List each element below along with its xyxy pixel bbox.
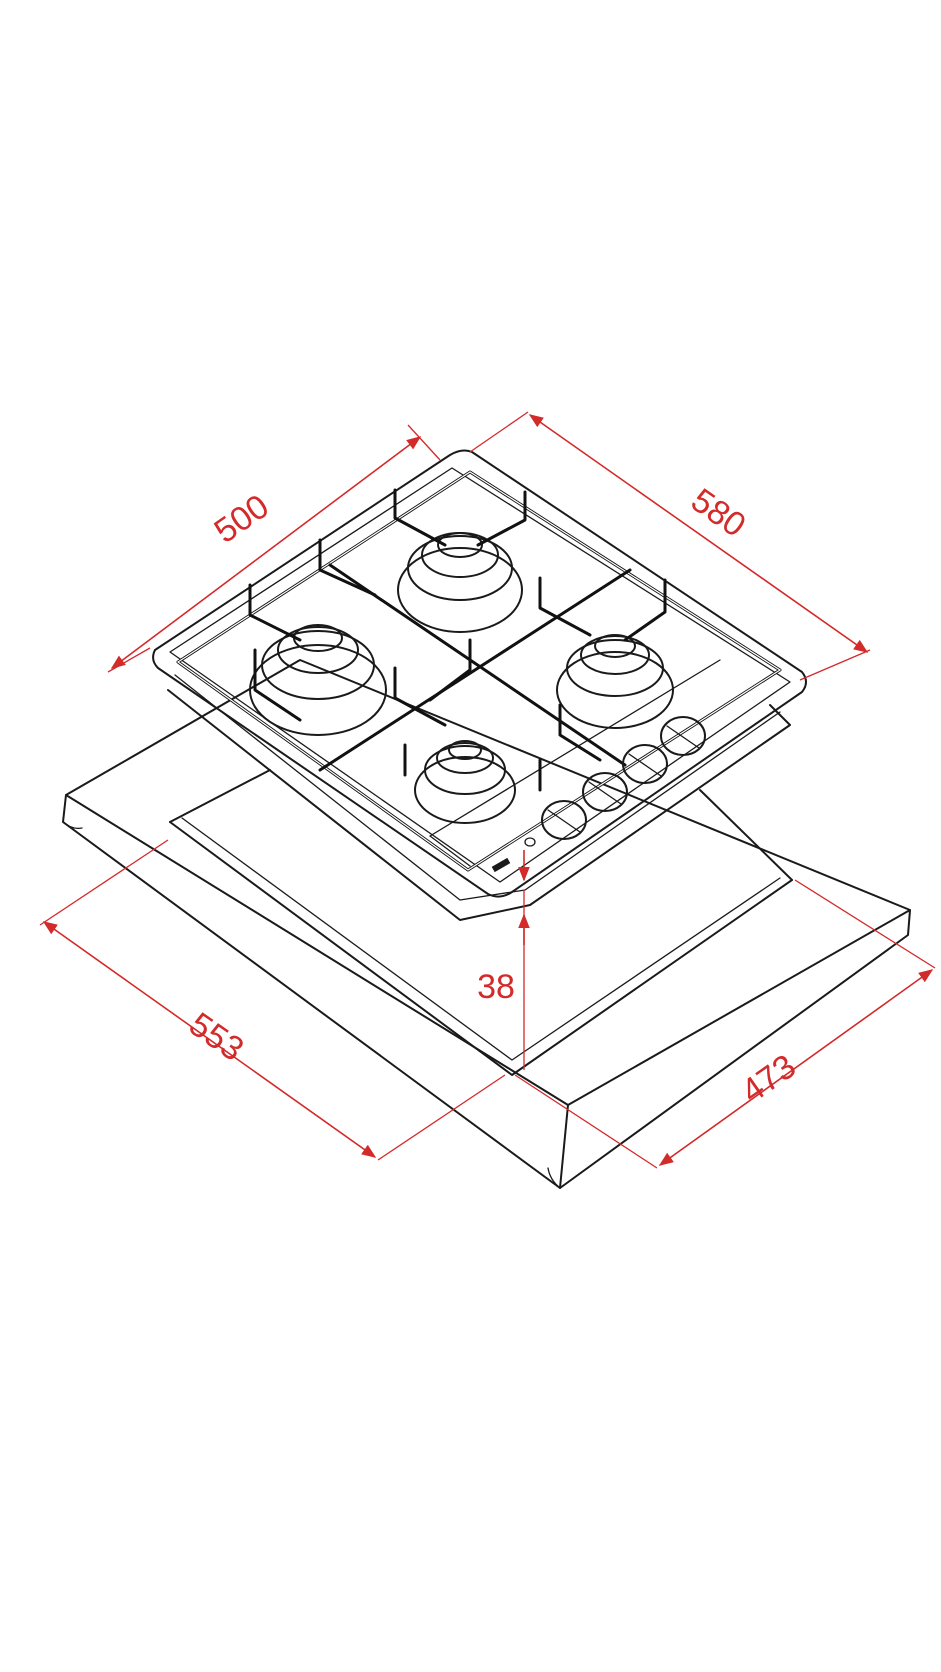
control-knobs	[491, 716, 706, 873]
knob-1	[541, 800, 587, 840]
knob-2	[582, 772, 628, 812]
dim-label-cutout-width: 553	[182, 1005, 250, 1069]
dim-label-hob-height: 38	[477, 968, 515, 1006]
dim-label-hob-width: 500	[208, 487, 276, 551]
dim-label-cutout-depth: 473	[735, 1047, 803, 1111]
burner-left	[249, 624, 387, 736]
brand-badge	[491, 857, 511, 873]
knob-4	[660, 716, 706, 756]
dim-label-hob-depth: 580	[684, 481, 752, 545]
cutout-opening	[169, 769, 793, 1076]
ignition-button	[524, 837, 536, 847]
pan-supports	[176, 470, 782, 872]
dimension-lines	[39, 411, 936, 1169]
countertop	[62, 659, 911, 1189]
burner-right	[556, 634, 674, 729]
knob-3	[622, 744, 668, 784]
burner-front	[414, 740, 516, 824]
burner-back	[397, 532, 523, 633]
